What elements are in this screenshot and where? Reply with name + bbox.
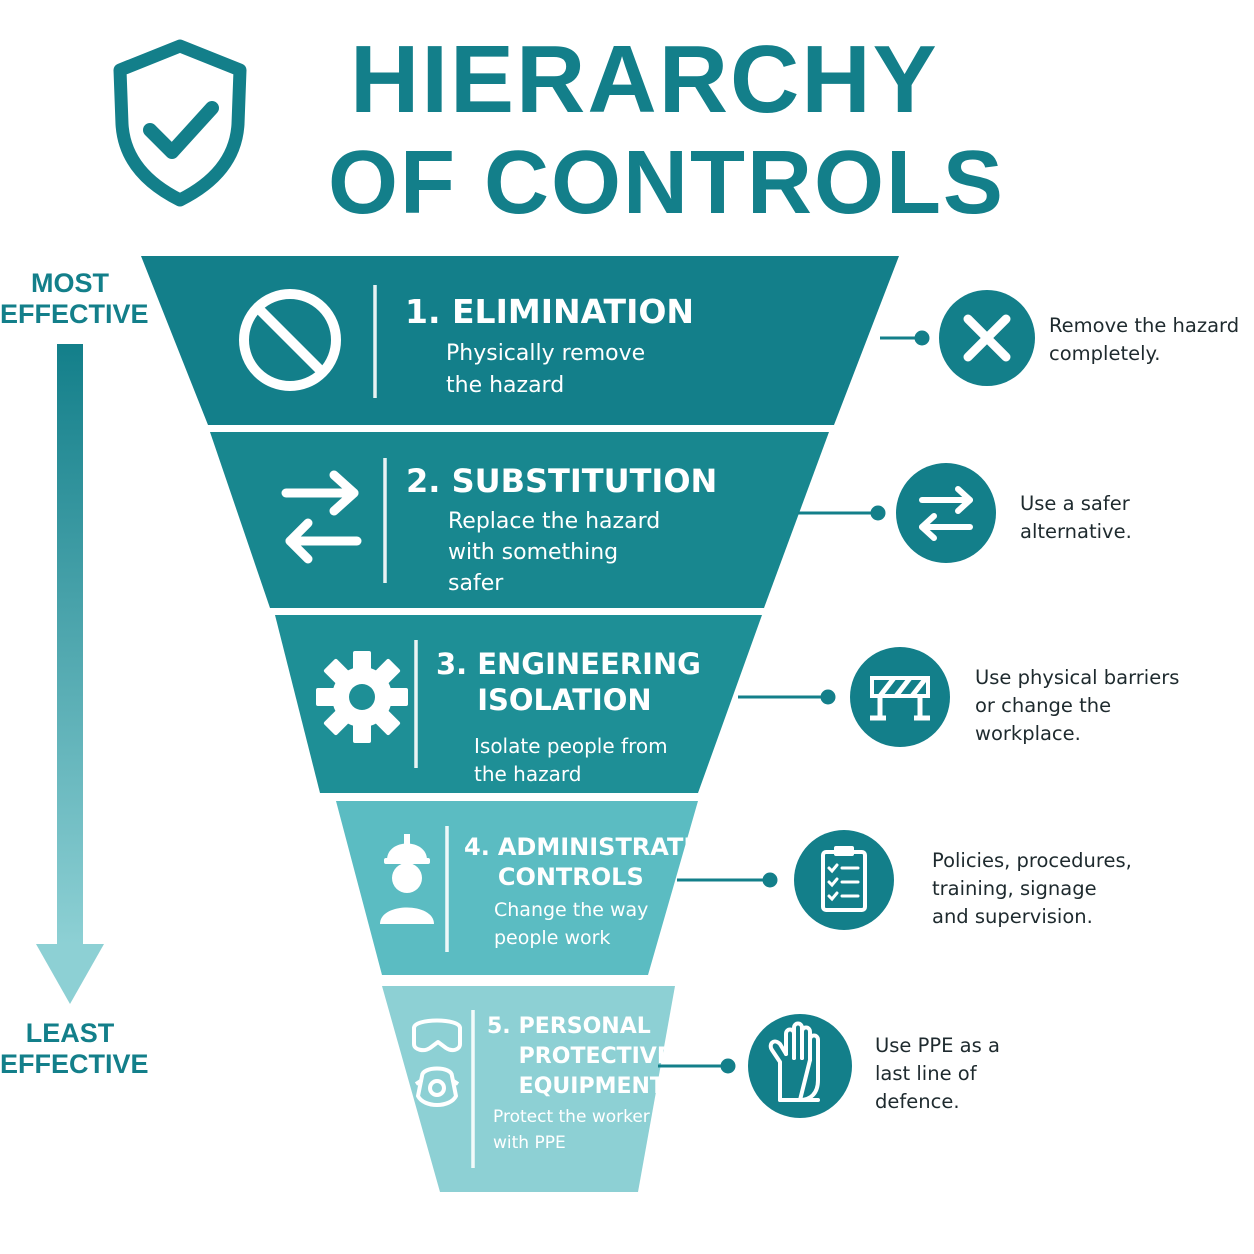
tier-2-text: 2. SUBSTITUTION Replace the hazard with … <box>406 462 717 599</box>
barrier-icon <box>850 647 950 747</box>
close-x-icon <box>939 290 1035 386</box>
connector-1 <box>880 330 930 346</box>
tier-1-number: 1. <box>405 292 441 331</box>
goggles-respirator-icon <box>412 1018 462 1107</box>
tier-5-title: PERSONAL PROTECTIVE EQUIPMENT <box>518 1014 672 1099</box>
side-swap-arrows-icon <box>896 463 996 563</box>
tier-5-side-note: Use PPE as a last line of defence. <box>875 1034 1000 1113</box>
tier-4-band <box>336 801 698 975</box>
tier-3-band <box>275 615 762 793</box>
tier-5-text: 5. PERSONAL PROTECTIVE EQUIPMENT Protect… <box>487 1012 672 1156</box>
page-title-line-2: OF CONTROLS <box>328 133 1005 233</box>
prohibited-icon <box>239 289 341 391</box>
tier-1-description: Physically remove the hazard <box>446 341 646 398</box>
swap-arrows-icon <box>281 470 362 564</box>
tier-4-side-note: Policies, procedures, training, signage … <box>932 849 1132 928</box>
tier-1-band <box>141 256 899 425</box>
connector-3 <box>738 689 836 705</box>
most-effective-label: MOST EFFECTIVE <box>0 268 149 329</box>
effectiveness-arrow <box>36 344 104 1004</box>
gear-icon <box>316 651 408 743</box>
worker-hardhat-icon <box>380 834 434 924</box>
tier-1-side-note: Remove the hazard completely. <box>1049 314 1240 365</box>
connector-2 <box>798 505 886 521</box>
tier-3-text: 3. ENGINEERING ISOLATION Isolate people … <box>436 646 701 788</box>
tier-4-title: ADMINISTRATIVE CONTROLS <box>497 833 728 891</box>
tier-5-description: Protect the worker with PPE <box>493 1107 650 1153</box>
tier-3-description: Isolate people from the hazard <box>474 734 668 786</box>
tier-2-number: 2. <box>406 462 441 500</box>
connector-5 <box>658 1058 736 1074</box>
least-effective-label: LEAST EFFECTIVE <box>0 1018 149 1079</box>
tier-4-description: Change the way people work <box>494 899 649 949</box>
tier-5-band <box>382 986 675 1192</box>
tier-3-title: ENGINEERING ISOLATION <box>477 647 701 717</box>
tier-4-number: 4. <box>464 833 490 861</box>
tier-2-band <box>210 432 829 608</box>
glove-hand-icon <box>748 1014 852 1118</box>
tier-2-description: Replace the hazard with something safer <box>448 509 661 596</box>
tier-3-side-note: Use physical barriers or change the work… <box>975 666 1180 745</box>
clipboard-checklist-icon <box>794 830 894 930</box>
tier-1-title: ELIMINATION <box>452 292 695 331</box>
tier-2-title: SUBSTITUTION <box>451 462 718 500</box>
page-title-line-1: HIERARCHY <box>350 26 939 133</box>
tier-4-text: 4. ADMINISTRATIVE CONTROLS Change the wa… <box>464 832 727 952</box>
connector-4 <box>677 872 778 888</box>
shield-check-icon <box>113 39 247 207</box>
tier-2-side-note: Use a safer alternative. <box>1020 492 1132 543</box>
tier-1-text: 1. ELIMINATION Physically remove the haz… <box>405 292 694 402</box>
tier-5-number: 5. <box>487 1014 511 1039</box>
tier-3-number: 3. <box>436 647 468 681</box>
